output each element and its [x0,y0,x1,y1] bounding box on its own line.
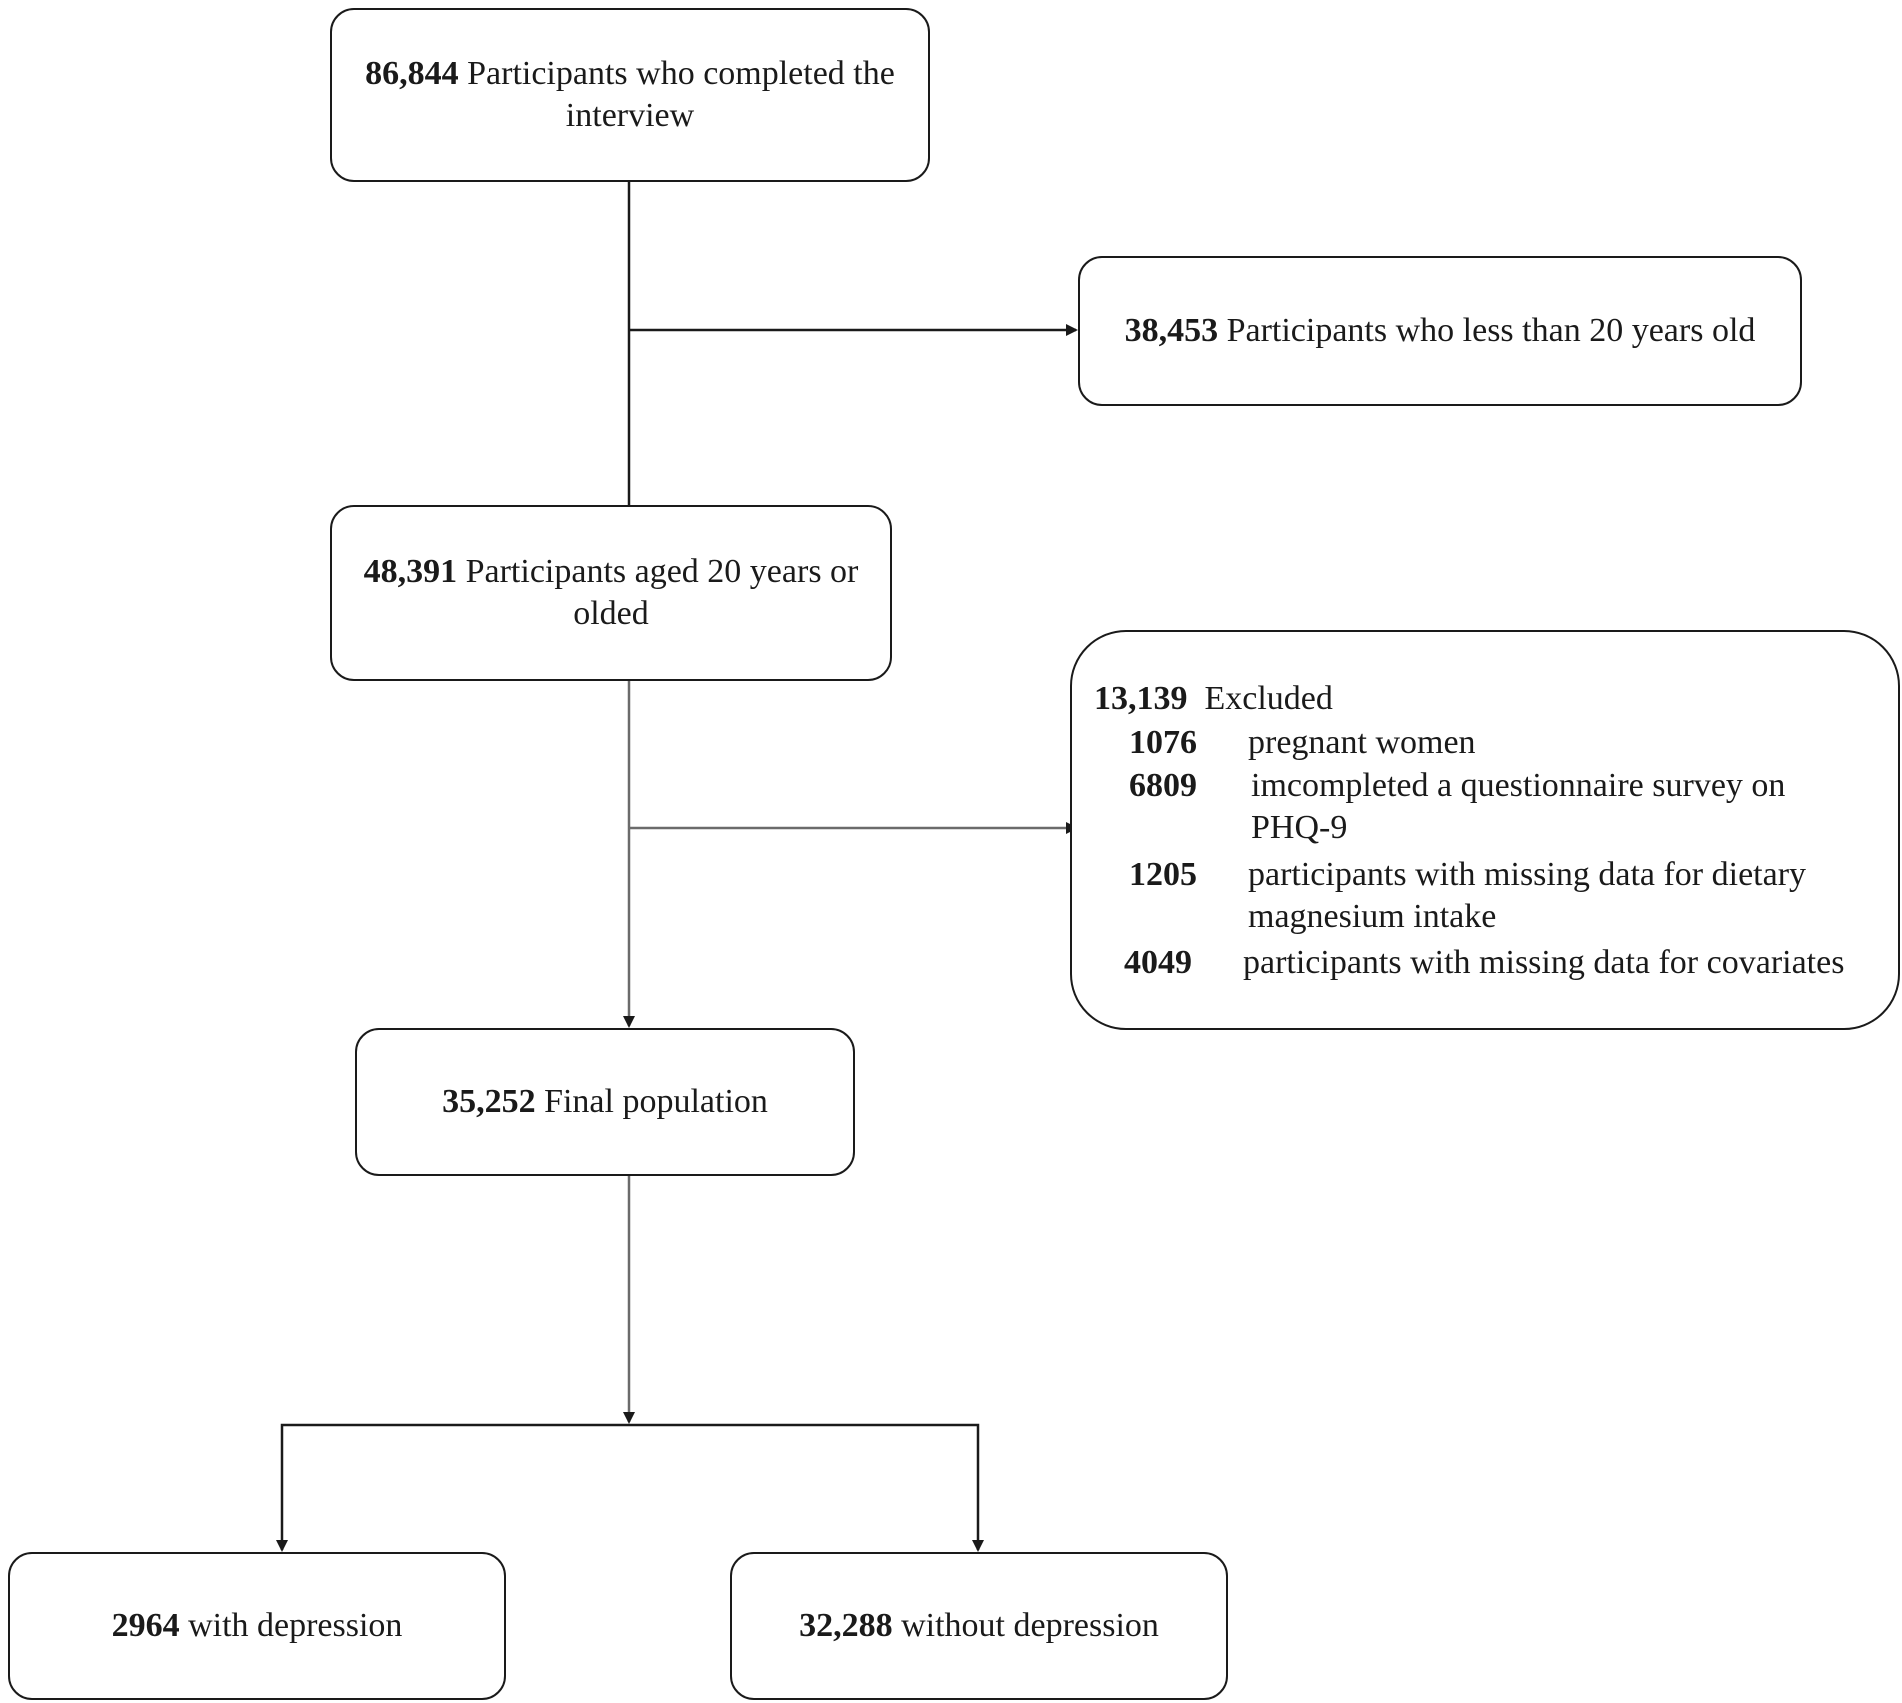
excluded-item-count: 1205 [1129,856,1197,893]
excluded-count: 13,139 [1094,680,1188,717]
with-depression-count: 2964 [111,1607,180,1644]
box-without-depression: 32,288 without depression [730,1552,1228,1700]
box-with-depression: 2964 with depression [8,1552,506,1700]
excluded-item-count: 6809 [1129,767,1197,804]
box-interview: 86,844 Participants who completed the in… [330,8,930,182]
under-20-label: Participants who less than 20 years old [1226,312,1756,349]
excluded-item-count: 4049 [1124,944,1192,981]
aged-20-count: 48,391 [363,553,458,590]
box-final: 35,252 Final population [355,1028,855,1176]
box-under-20: 38,453 Participants who less than 20 yea… [1078,256,1802,406]
excluded-header: 13,139 Excluded [1094,678,1333,720]
box-aged-20: 48,391 Participants aged 20 years or old… [330,505,892,681]
excluded-item-label: imcompleted a questionnaire survey on PH… [1251,767,1786,846]
without-depression-count: 32,288 [799,1607,893,1644]
without-depression-label: without depression [901,1607,1159,1644]
final-label: Final population [544,1083,768,1120]
excluded-item-label: participants with missing data for dieta… [1248,856,1807,935]
excluded-item-label: pregnant women [1248,724,1476,761]
with-depression-label: with depression [188,1607,403,1644]
connector-split [280,1423,980,1548]
interview-count: 86,844 [365,55,459,92]
interview-label: Participants who completed the interview [467,55,895,134]
box-excluded: 13,139 Excluded 1076 pregnant women 6809… [1070,630,1900,1030]
excluded-item-label: participants with missing data for covar… [1243,944,1845,981]
final-count: 35,252 [442,1083,536,1120]
excluded-label: Excluded [1204,680,1333,717]
excluded-item-count: 1076 [1129,724,1197,761]
under-20-count: 38,453 [1124,312,1219,349]
aged-20-label: Participants aged 20 years or olded [465,553,859,632]
